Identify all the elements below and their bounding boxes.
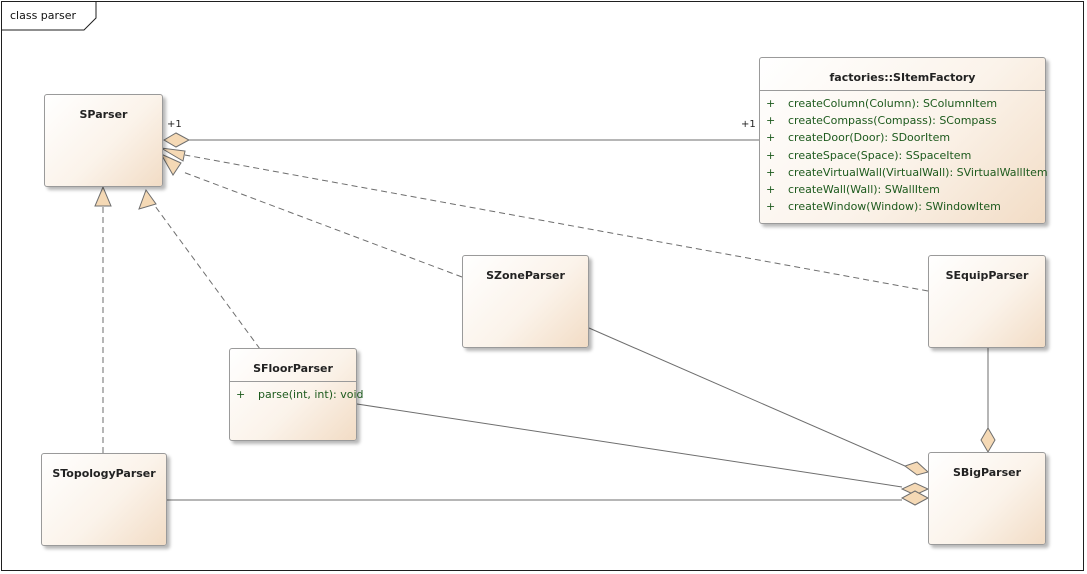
operation-item[interactable]: + createWindow(Window): SWindowItem <box>760 198 1045 215</box>
operation-item[interactable]: + createVirtualWall(VirtualWall): SVirtua… <box>760 164 1048 181</box>
realization-arrowhead <box>138 188 157 210</box>
visibility-marker: + <box>766 97 776 110</box>
aggregation-diamond <box>903 461 930 476</box>
class-name: SZoneParser <box>486 269 565 282</box>
realization-arrowhead <box>160 147 186 162</box>
operation-item[interactable]: + parse(int, int): void <box>230 386 363 403</box>
class-name: SParser <box>79 108 128 121</box>
operation-signature: createSpace(Space): SSpaceItem <box>788 148 972 162</box>
operation-list: + parse(int, int): void <box>230 382 363 403</box>
realization-arrowhead <box>94 185 112 207</box>
operation-signature: createDoor(Door): SDoorItem <box>788 131 951 145</box>
aggregation-szoneparser-sbigparser <box>588 327 906 467</box>
visibility-marker: + <box>766 148 776 162</box>
aggregation-diamond <box>980 427 996 453</box>
operation-list: + createColumn(Column): SColumnItem + crea… <box>760 91 1048 215</box>
operation-signature: createWall(Wall): SWallItem <box>788 183 940 197</box>
visibility-marker: + <box>766 131 776 145</box>
class-sitemfactory[interactable]: factories::SItemFactory + createColumn(Co… <box>759 57 1048 224</box>
operation-signature: createWindow(Window): SWindowItem <box>788 200 1001 214</box>
class-name: factories::SItemFactory <box>760 58 1045 91</box>
operation-signature: createVirtualWall(VirtualWall): SVirtual… <box>788 165 1048 179</box>
class-name: SEquipParser <box>945 269 1029 282</box>
frame-title: class parser <box>10 9 77 22</box>
aggregation-sfloorparser-sbigparser <box>356 403 903 488</box>
class-name: SBigParser <box>953 466 1021 479</box>
aggregation-diamond <box>163 132 191 148</box>
operation-item[interactable]: + createDoor(Door): SDoorItem <box>760 129 1045 146</box>
visibility-marker: + <box>766 183 776 197</box>
operation-item[interactable]: + createSpace(Space): SSpaceItem <box>760 147 1045 164</box>
operation-signature: parse(int, int): void <box>258 388 364 401</box>
class-sbigparser[interactable]: SBigParser <box>928 452 1046 545</box>
realization-arrowhead <box>159 152 182 176</box>
class-szoneparser[interactable]: SZoneParser <box>462 255 589 348</box>
frame-tab <box>2 2 97 31</box>
class-name: STopologyParser <box>52 467 156 480</box>
multiplicity-target: +1 <box>741 119 756 130</box>
class-name: SFloorParser <box>230 349 356 382</box>
aggregation-diamond <box>900 490 930 506</box>
class-sequipparser[interactable]: SEquipParser <box>928 255 1046 348</box>
realization-szoneparser-sparser <box>182 171 463 278</box>
multiplicity-source: +1 <box>167 119 182 130</box>
visibility-marker: + <box>766 114 776 128</box>
visibility-marker: + <box>766 200 776 214</box>
class-sfloorparser[interactable]: SFloorParser + parse(int, int): void <box>229 348 363 441</box>
class-stopologyparser[interactable]: STopologyParser <box>41 453 167 546</box>
operation-signature: createColumn(Column): SColumnItem <box>788 97 998 110</box>
realization-sequipparser-sparser <box>184 154 929 292</box>
operation-item[interactable]: + createCompass(Compass): SCompass <box>760 112 1045 129</box>
class-sparser[interactable]: SParser <box>44 94 163 187</box>
operation-signature: createCompass(Compass): SCompass <box>788 114 997 128</box>
visibility-marker: + <box>236 388 246 401</box>
operation-item[interactable]: + createColumn(Column): SColumnItem <box>760 95 1045 112</box>
operation-item[interactable]: + createWall(Wall): SWallItem <box>760 181 1045 198</box>
visibility-marker: + <box>766 165 776 179</box>
realization-sfloorparser-sparser <box>154 205 261 350</box>
